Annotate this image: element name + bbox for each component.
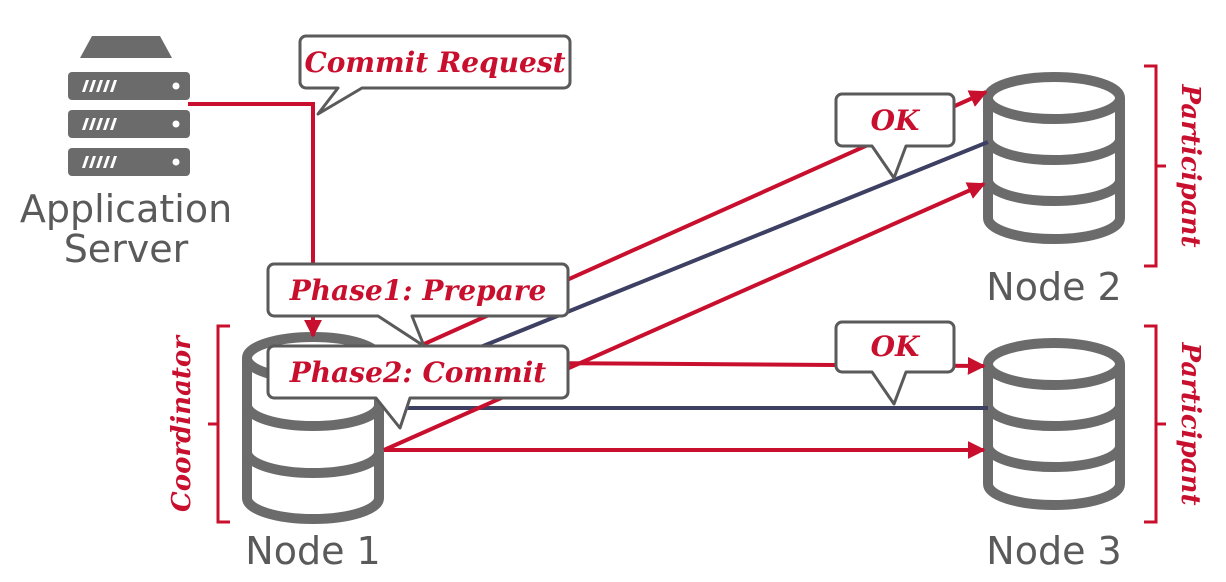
coordinator-bracket	[208, 324, 230, 524]
ok-text-node2: OK	[871, 104, 921, 137]
commit-request-callout: Commit Request	[298, 34, 572, 116]
commit-arrow-node2	[383, 182, 986, 452]
database-icon	[983, 338, 1125, 510]
phase2-text: Phase2: Commit	[289, 356, 547, 389]
participant-label-node2: Participant	[1175, 84, 1205, 248]
node1-label: Node 1	[245, 529, 380, 573]
server-label-line1: Application	[20, 187, 232, 231]
commit-request-text: Commit Request	[304, 46, 565, 79]
commit-request-arrow	[188, 102, 322, 338]
node2-label: Node 2	[986, 265, 1121, 309]
phase1-text: Phase1: Prepare	[289, 274, 547, 307]
coordinator-label: Coordinator	[167, 334, 197, 512]
participant-bracket-node2	[1144, 64, 1166, 268]
phase2-callout: Phase2: Commit	[266, 344, 570, 430]
ok-text-node3: OK	[871, 330, 921, 363]
node3-label: Node 3	[986, 529, 1121, 573]
server-label-line2: Server	[64, 227, 189, 271]
participant-bracket-node3	[1144, 324, 1166, 524]
ok-callout-node2: OK	[834, 92, 956, 180]
ok-callout-node3: OK	[834, 320, 956, 406]
server-rack-icon	[68, 36, 190, 176]
participant-label-node3: Participant	[1175, 342, 1205, 506]
database-icon	[983, 72, 1125, 244]
phase1-callout: Phase1: Prepare	[266, 262, 570, 348]
